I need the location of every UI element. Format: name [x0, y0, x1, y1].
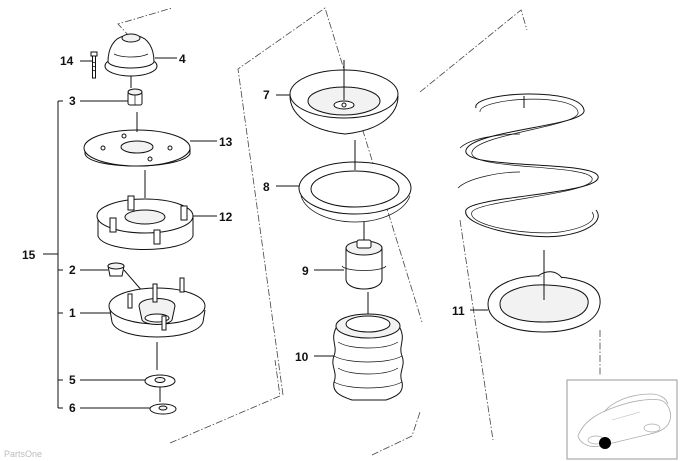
callout-15: 15 [22, 248, 36, 262]
leader-lines-left [80, 57, 217, 409]
panel-outline-center [237, 7, 423, 456]
watermark: PartsOne [4, 449, 42, 459]
callout-6: 6 [69, 401, 76, 415]
part-11-lower-spring-pad [470, 250, 601, 333]
location-marker-icon [599, 437, 611, 449]
callout-1: 1 [69, 306, 76, 320]
part-13-support-plate [83, 112, 191, 167]
callout-13: 13 [219, 135, 233, 149]
callout-11: 11 [452, 304, 465, 318]
panel-outline-right [419, 9, 601, 441]
callout-7: 7 [263, 88, 270, 102]
callout-labels: 14 4 3 13 12 15 2 1 5 6 7 8 9 10 11 [22, 52, 465, 415]
group-bracket-15 [43, 100, 63, 409]
callout-9: 9 [302, 264, 309, 278]
part-5-washer [144, 374, 176, 402]
callout-2: 2 [69, 263, 76, 277]
callout-14: 14 [60, 54, 74, 68]
callout-4: 4 [179, 52, 186, 66]
part-9-bump-stop [314, 222, 387, 290]
part-8-spring-pad [276, 140, 412, 223]
part-14-stud-bolt [90, 51, 98, 79]
part-1-top-mount [108, 277, 206, 370]
callout-12: 12 [219, 210, 233, 224]
callout-8: 8 [263, 180, 270, 194]
panel-outline-left [117, 7, 281, 444]
part-4-dust-cap [104, 33, 158, 88]
callout-5: 5 [69, 373, 76, 387]
part-7-upper-spring-seat [276, 60, 399, 135]
part-12-rubber-mount [96, 170, 194, 250]
callout-3: 3 [69, 94, 76, 108]
callout-10: 10 [295, 350, 309, 364]
part-6-washer [149, 403, 177, 415]
part-3-nut [127, 88, 143, 106]
car-location-thumbnail [566, 379, 678, 460]
coil-spring [457, 93, 599, 238]
part-10-protective-boot [314, 292, 404, 401]
